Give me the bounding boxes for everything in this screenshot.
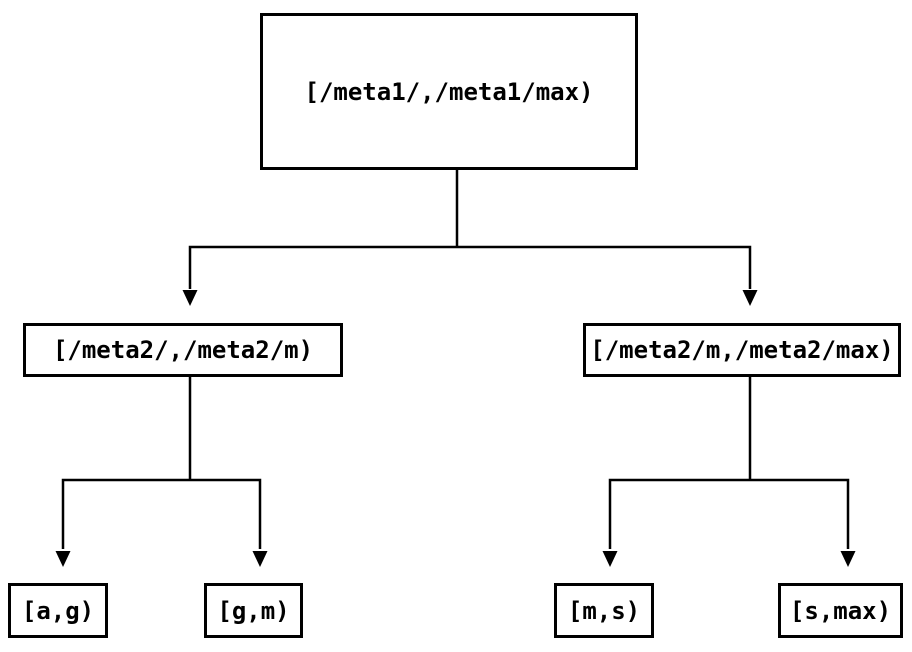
edge-root-branch (188, 245, 752, 289)
edge-right-child-branch (608, 478, 850, 549)
tree-node-right-child: [/meta2/m,/meta2/max) (583, 323, 901, 377)
tree-node-left-child: [/meta2/,/meta2/m) (23, 323, 343, 377)
tree-node-leaf-smax-label: [s,max) (789, 596, 892, 625)
tree-node-leaf-ms: [m,s) (554, 583, 654, 638)
arrowhead-leaf-ag (55, 551, 71, 567)
tree-node-root: [/meta1/,/meta1/max) (260, 13, 638, 170)
tree-node-leaf-ms-label: [m,s) (567, 596, 641, 625)
edge-left-child-branch (61, 478, 262, 549)
tree-node-leaf-gm: [g,m) (204, 583, 303, 638)
tree-node-right-child-label: [/meta2/m,/meta2/max) (590, 336, 894, 364)
tree-node-leaf-ag-label: [a,g) (21, 596, 95, 625)
tree-node-leaf-smax: [s,max) (778, 583, 903, 638)
arrowhead-leaf-smax (840, 551, 856, 567)
arrowhead-leaf-ms (602, 551, 618, 567)
edge-left-child-to-leaves (55, 377, 268, 567)
tree-node-leaf-gm-label: [g,m) (217, 596, 290, 625)
arrowhead-left-child (182, 290, 198, 306)
tree-node-left-child-label: [/meta2/,/meta2/m) (52, 336, 314, 364)
edge-right-child-to-leaves (602, 377, 856, 567)
tree-node-root-label: [/meta1/,/meta1/max) (304, 77, 594, 106)
arrowhead-right-child (742, 290, 758, 306)
edge-root-to-children (182, 170, 758, 306)
arrowhead-leaf-gm (252, 551, 268, 567)
tree-node-leaf-ag: [a,g) (8, 583, 108, 638)
